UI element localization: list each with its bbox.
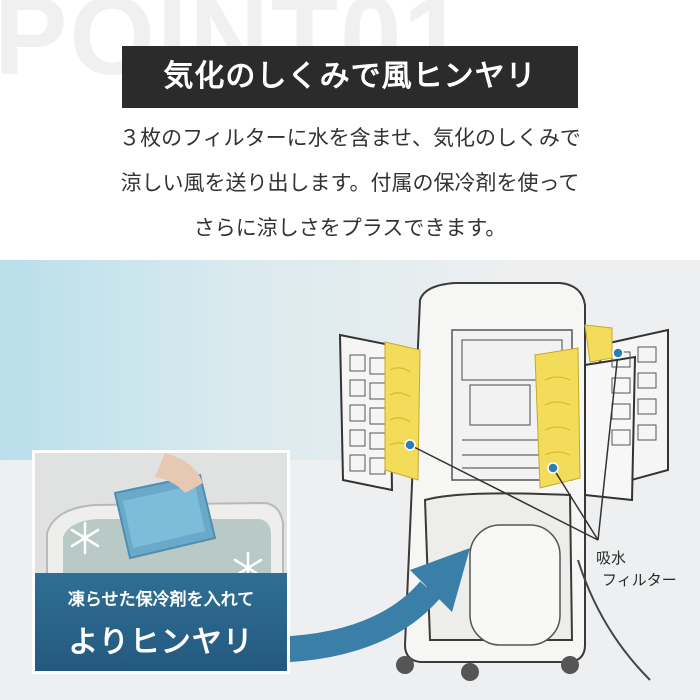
- page-title: 気化のしくみで風ヒンヤリ: [122, 46, 578, 108]
- caption-line-1: 凍らせた保冷剤を入れて: [67, 590, 255, 610]
- filter-label-line-2: フィルター: [602, 571, 677, 589]
- description: ３枚のフィルターに水を含ませ、気化のしくみで 涼しい風を送り出します。付属の保冷…: [0, 116, 700, 251]
- filter-label: 吸水 フィルター: [596, 547, 677, 591]
- description-line-1: ３枚のフィルターに水を含ませ、気化のしくみで: [119, 126, 581, 150]
- filter-cover-left: [338, 333, 394, 492]
- filter-label-line-1: 吸水: [596, 549, 627, 567]
- snowflake-icon: [70, 521, 100, 555]
- filter-leader-dots: [404, 347, 624, 474]
- ice-pack-inset: 凍らせた保冷剤を入れて よりヒンヤリ: [32, 450, 290, 674]
- arrow-icon: [269, 548, 470, 663]
- header-section: POINT01 気化のしくみで風ヒンヤリ ３枚のフィルターに水を含ませ、気化のし…: [0, 0, 700, 260]
- description-line-2: 涼しい風を送り出します。付属の保冷剤を使って: [120, 171, 580, 195]
- caption-line-2: よりヒンヤリ: [68, 625, 254, 660]
- ice-pack-caption: 凍らせた保冷剤を入れて よりヒンヤリ: [35, 573, 287, 671]
- description-line-3: さらに涼しさをプラスできます。: [193, 216, 507, 240]
- filter-leader-lines: [409, 352, 619, 541]
